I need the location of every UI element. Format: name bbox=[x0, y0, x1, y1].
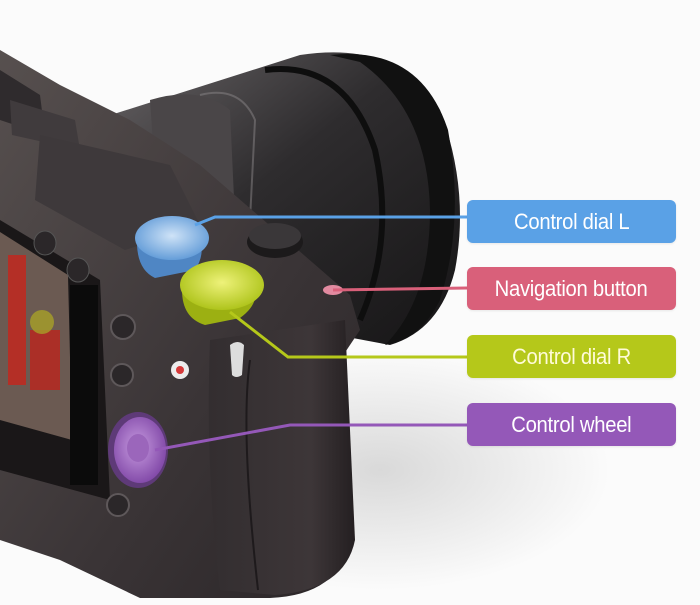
control-wheel bbox=[108, 412, 168, 488]
connector-control-dial-l bbox=[194, 215, 467, 227]
connector-lines bbox=[154, 215, 468, 452]
label-navigation-button: Navigation button bbox=[467, 267, 676, 310]
rear-buttons bbox=[33, 230, 244, 517]
label-text: Control wheel bbox=[511, 412, 632, 437]
connector-control-dial-r bbox=[229, 310, 467, 359]
control-dial-l bbox=[135, 216, 209, 278]
label-text: Navigation button bbox=[495, 276, 648, 301]
label-text: Control dial L bbox=[513, 209, 630, 234]
rear-lcd-screen bbox=[0, 220, 110, 500]
connector-navigation-button bbox=[332, 286, 468, 292]
label-control-dial-r: Control dial R bbox=[467, 335, 676, 378]
connector-control-wheel bbox=[154, 423, 467, 452]
label-control-wheel: Control wheel bbox=[467, 403, 676, 446]
label-control-dial-l: Control dial L bbox=[467, 200, 676, 243]
label-text: Control dial R bbox=[512, 344, 631, 369]
